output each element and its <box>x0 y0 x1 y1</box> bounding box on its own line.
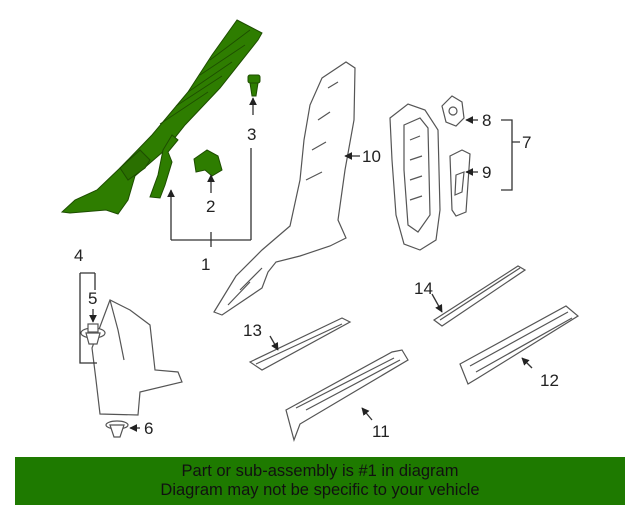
banner-line-2: Diagram may not be specific to your vehi… <box>160 481 480 499</box>
banner-line-1: Part or sub-assembly is #1 in diagram <box>181 462 459 480</box>
kick-panel-part[interactable] <box>91 299 183 416</box>
callout-12: 12 <box>540 371 559 390</box>
callout-1: 1 <box>201 255 210 274</box>
callout-9: 9 <box>482 163 491 182</box>
callout-7: 7 <box>522 133 531 152</box>
push-clip-part[interactable] <box>247 74 261 97</box>
part-info-banner: Part or sub-assembly is #1 in diagram Di… <box>15 457 625 505</box>
callout-4: 4 <box>74 246 83 265</box>
rear-sill-plate-part[interactable] <box>459 305 580 385</box>
callout-13: 13 <box>243 321 262 340</box>
callout-5: 5 <box>88 289 97 308</box>
lower-clip-part[interactable] <box>105 420 129 438</box>
b-pillar-garnish-part[interactable] <box>389 103 441 251</box>
kick-panel-clip-part[interactable] <box>80 323 106 345</box>
garnish-clip-part[interactable] <box>441 95 465 127</box>
callout-14: 14 <box>414 279 433 298</box>
front-sill-plate-part[interactable] <box>285 349 409 442</box>
callout-11: 11 <box>372 422 390 441</box>
callout-6: 6 <box>144 419 153 438</box>
a-pillar-trim-part[interactable] <box>60 19 263 215</box>
rear-scuff-plate-part[interactable] <box>432 265 527 327</box>
clip-bracket-part[interactable] <box>193 149 223 177</box>
b-pillar-upper-trim-part[interactable] <box>213 61 356 316</box>
callout-8: 8 <box>482 111 491 130</box>
front-scuff-plate-part[interactable] <box>248 317 352 371</box>
parts-diagram: 1 2 3 4 5 6 7 8 9 10 11 12 13 14 <box>60 19 580 442</box>
callout-3: 3 <box>247 125 256 144</box>
seal-strip-part[interactable] <box>449 149 471 217</box>
callout-10: 10 <box>362 147 381 166</box>
callout-labels: 1 2 3 4 5 6 7 8 9 10 11 12 13 14 <box>74 111 559 441</box>
leader-lines <box>79 97 533 432</box>
callout-2: 2 <box>206 197 215 216</box>
